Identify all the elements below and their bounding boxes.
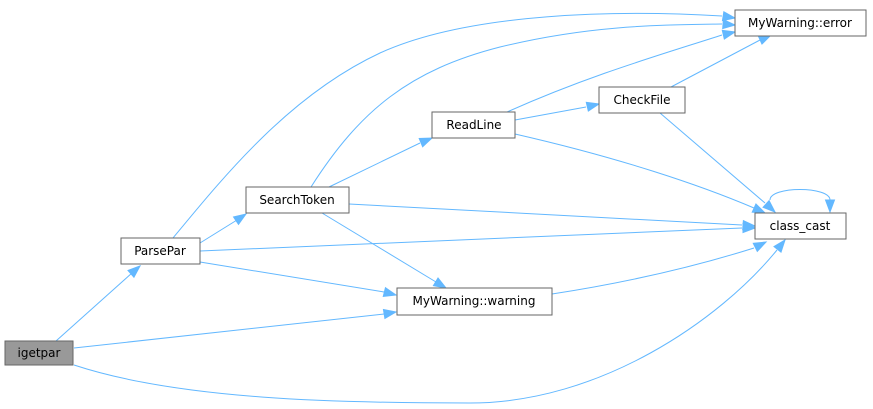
node-checkfile[interactable]: CheckFile xyxy=(598,86,686,114)
node-mywarning-error-label: MyWarning::error xyxy=(748,16,852,30)
edge-arrowhead xyxy=(751,203,767,214)
nodes-layer: igetpar ParsePar SearchToken ReadLine Ch… xyxy=(4,9,867,366)
node-readline[interactable]: ReadLine xyxy=(431,111,516,139)
edge-searchtoken-to-readline xyxy=(328,137,434,188)
node-checkfile-label: CheckFile xyxy=(614,93,671,107)
edge-arrowhead xyxy=(232,213,248,226)
edge-line xyxy=(73,313,385,349)
node-igetpar-label: igetpar xyxy=(18,346,61,360)
node-mywarning-warning-label: MyWarning::warning xyxy=(413,294,536,308)
edge-arrowhead xyxy=(742,219,757,231)
node-mywarning-warning[interactable]: MyWarning::warning xyxy=(396,287,553,316)
edge-line xyxy=(172,12,723,239)
edge-arrowhead xyxy=(127,265,142,279)
edge-checkfile-to-classcast xyxy=(659,112,777,213)
edge-arrowhead xyxy=(721,29,737,40)
edge-line xyxy=(551,247,755,295)
edge-line xyxy=(328,142,421,188)
edge-arrowhead xyxy=(418,137,434,148)
node-igetpar[interactable]: igetpar xyxy=(4,340,74,366)
edge-arrowhead xyxy=(432,277,448,289)
edges-layer xyxy=(55,10,836,404)
edge-arrowhead xyxy=(585,101,601,112)
edge-readline-to-classcast xyxy=(514,133,767,214)
node-class-cast[interactable]: class_cast xyxy=(754,212,847,240)
edge-igetpar-to-warning xyxy=(73,308,398,349)
edge-line xyxy=(199,219,238,244)
edge-line xyxy=(514,106,587,121)
edge-searchtoken-to-classcast xyxy=(348,203,757,231)
node-parsepar[interactable]: ParsePar xyxy=(120,237,201,265)
edge-line xyxy=(199,227,743,252)
edge-line xyxy=(348,203,743,226)
edge-checkfile-to-error xyxy=(670,34,773,88)
edge-line xyxy=(670,39,761,88)
edge-line xyxy=(506,34,723,113)
node-mywarning-error[interactable]: MyWarning::error xyxy=(734,9,867,37)
edge-searchtoken-to-error xyxy=(310,18,737,188)
node-readline-label: ReadLine xyxy=(446,118,501,132)
node-class-cast-label: class_cast xyxy=(770,219,831,233)
edge-arrowhead xyxy=(721,10,737,22)
edge-readline-to-checkfile xyxy=(514,101,601,121)
edge-line xyxy=(321,212,437,283)
edge-parsepar-to-searchtoken xyxy=(199,213,248,244)
edge-parsepar-to-error xyxy=(172,10,737,239)
edge-arrowhead xyxy=(773,238,786,254)
edge-igetpar-to-parsepar xyxy=(55,265,142,342)
edge-classcast-to-classcast xyxy=(769,189,836,214)
node-searchtoken-label: SearchToken xyxy=(259,193,334,207)
edge-line xyxy=(769,189,831,201)
edge-arrowhead xyxy=(752,241,768,253)
edge-line xyxy=(73,249,778,404)
edge-line xyxy=(659,112,766,204)
edge-warning-to-classcast xyxy=(551,241,768,295)
node-parsepar-label: ParsePar xyxy=(134,244,186,258)
edge-arrowhead xyxy=(382,308,398,320)
edge-igetpar-to-classcast xyxy=(73,238,786,404)
edge-line xyxy=(310,23,723,188)
edge-arrowhead xyxy=(382,286,398,298)
node-searchtoken[interactable]: SearchToken xyxy=(245,186,350,214)
edge-line xyxy=(55,272,133,342)
edge-parsepar-to-warning xyxy=(199,261,398,298)
edge-arrowhead xyxy=(722,18,737,30)
edge-readline-to-error xyxy=(506,29,737,113)
edge-line xyxy=(514,133,755,209)
edge-arrowhead xyxy=(762,199,777,213)
edge-line xyxy=(199,261,385,293)
edge-parsepar-to-classcast xyxy=(199,222,757,252)
edge-arrowhead xyxy=(824,199,836,214)
edge-searchtoken-to-warning xyxy=(321,212,448,289)
